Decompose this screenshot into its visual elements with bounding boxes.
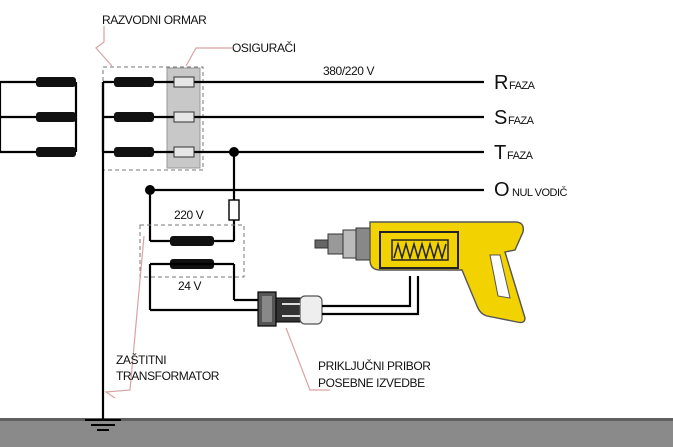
- power-drill: [314, 221, 526, 324]
- ground-icon: [85, 419, 121, 431]
- line-r-name: FAZA: [509, 80, 536, 92]
- label-razvodni-ormar: RAZVODNI ORMAR: [102, 13, 207, 27]
- label-zastitni-line2: TRANSFORMATOR: [116, 369, 220, 383]
- label-prikljucni-line2: POSEBNE IZVEDBE: [318, 376, 425, 390]
- line-o-name: NUL VODIČ: [512, 186, 568, 199]
- fuse-t: [173, 146, 195, 158]
- transformer-primary-coil: [170, 236, 214, 246]
- line-r-letter: R: [494, 72, 508, 94]
- line-t-letter: T: [494, 142, 506, 164]
- drill-cable-top: [322, 276, 412, 308]
- label-prikljucni-line1: PRIKLJUČNI PRIBOR: [318, 358, 431, 373]
- ground-bar: [0, 418, 673, 447]
- transformer-outline: [139, 224, 245, 278]
- supply-coil-s: [36, 112, 76, 122]
- label-zastitni-line1: ZAŠTITNI: [116, 352, 166, 367]
- distribution-cabinet-outline: [102, 66, 204, 171]
- incoming-supply: [0, 77, 78, 157]
- fuse-s: [173, 111, 195, 123]
- label-voltage-main: 380/220 V: [323, 64, 375, 78]
- label-voltage-primary: 220 V: [174, 208, 204, 222]
- cabinet-coil-r: [114, 77, 154, 87]
- callout-transformer: [104, 235, 145, 399]
- phase-lines: [103, 76, 484, 192]
- transformer-fuse: [228, 199, 240, 221]
- cabinet-coil-s: [114, 112, 154, 122]
- callout-cabinet: [95, 26, 113, 67]
- drill-cable-bottom: [322, 276, 420, 316]
- label-osiguraci: OSIGURAČI: [232, 40, 296, 55]
- label-voltage-secondary: 24 V: [178, 279, 201, 293]
- fuse-r: [173, 76, 195, 88]
- line-s-name: FAZA: [508, 115, 535, 127]
- callout-fuses: [185, 47, 232, 67]
- supply-coil-t: [36, 147, 76, 157]
- line-t-name: FAZA: [507, 150, 534, 162]
- plug-connector: [257, 291, 323, 327]
- callout-connector: [285, 327, 330, 391]
- supply-coil-r: [36, 77, 76, 87]
- ground-bar-edge: [0, 418, 673, 421]
- cabinet-coil-t: [114, 147, 154, 157]
- line-s-letter: S: [494, 107, 507, 129]
- line-o-letter: O: [494, 179, 510, 201]
